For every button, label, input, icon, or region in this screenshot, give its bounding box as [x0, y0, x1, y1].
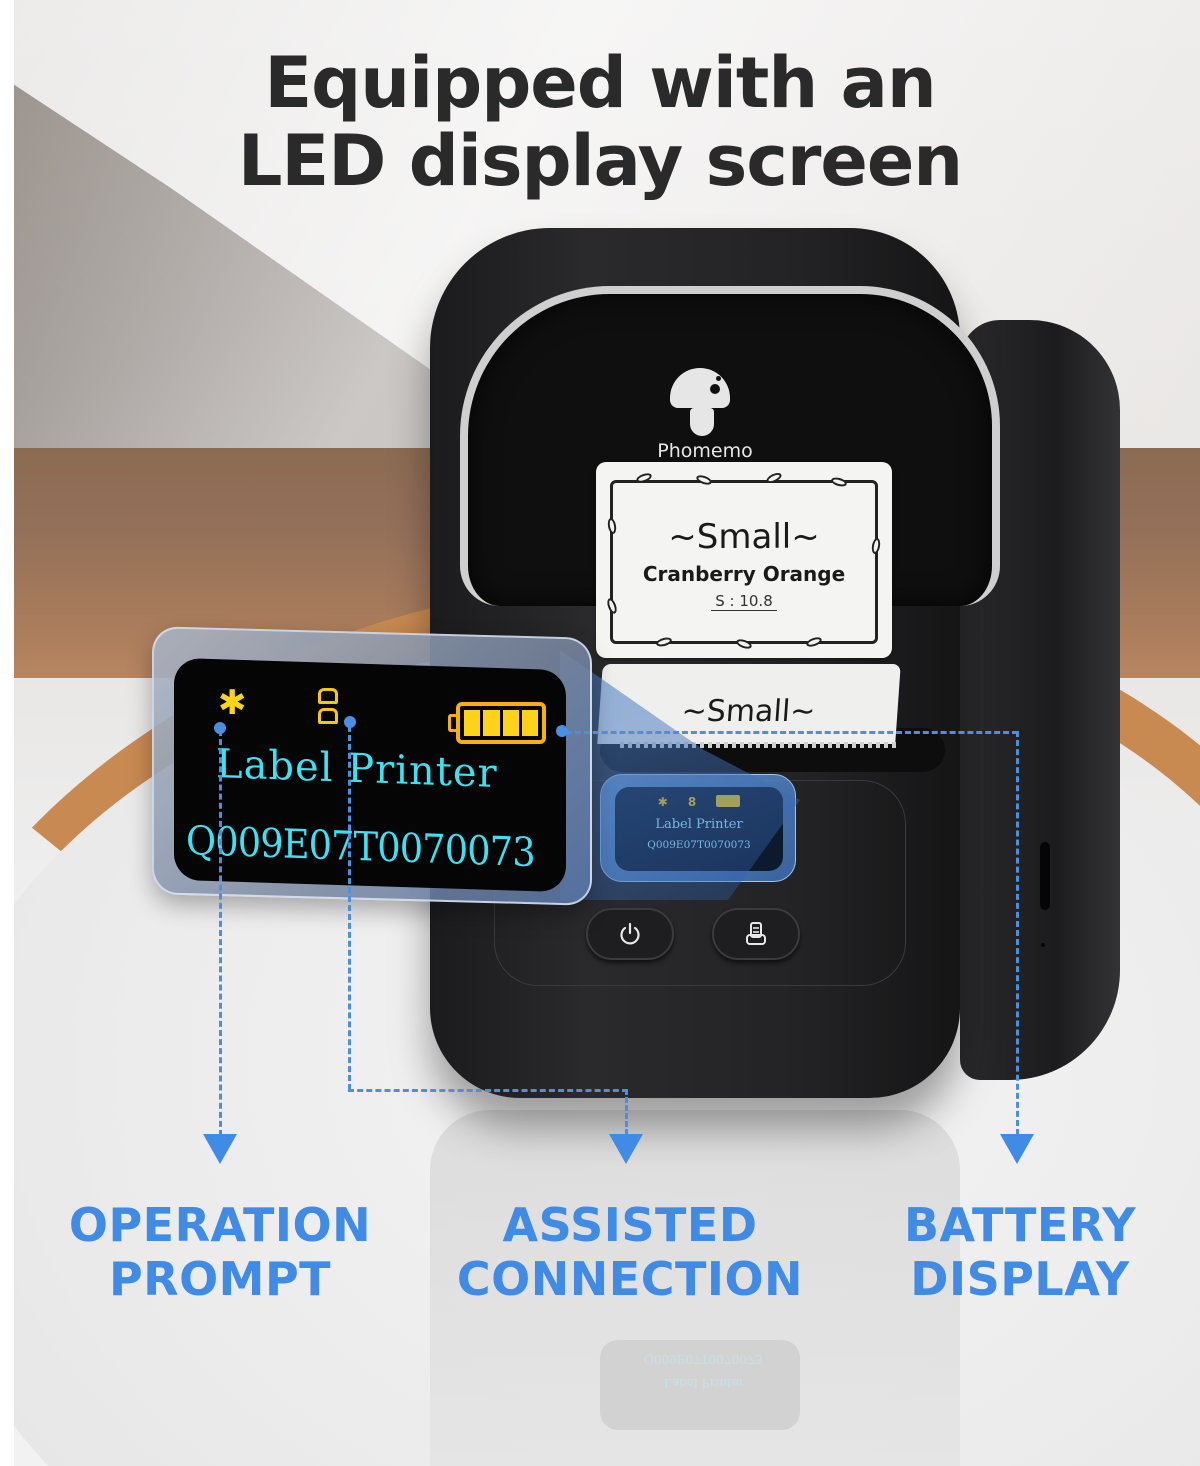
printed-label: ~Small~ Cranberry Orange S : 10.8: [596, 462, 892, 658]
connector-dot-connection: [344, 716, 356, 728]
feed-button[interactable]: [712, 908, 800, 960]
headline: Equipped with an LED display screen: [0, 44, 1200, 200]
battery-full-icon: [456, 702, 546, 744]
reflection-screen: [600, 1340, 800, 1430]
arrow-down-icon: [609, 1134, 643, 1164]
display-line-1: Label Printer: [216, 741, 498, 797]
power-icon: [620, 922, 640, 945]
mushroom-logo-icon: [670, 368, 730, 440]
label-subtitle: Cranberry Orange: [642, 562, 846, 586]
connector-line-battery: [1016, 731, 1019, 1135]
label-size: S : 10.8: [596, 592, 892, 611]
caption-battery-display: BATTERY DISPLAY: [903, 1198, 1137, 1306]
connector-line-connection: [348, 726, 351, 1090]
connector-line-battery-h: [566, 731, 1018, 734]
headline-line-2: LED display screen: [237, 120, 963, 202]
connector-line-connection-h: [348, 1089, 628, 1092]
battery-tip: [448, 714, 456, 732]
connector-line-connection-drop: [625, 1089, 628, 1135]
paper-feed-icon: [746, 922, 766, 945]
caption-assisted-connection: ASSISTED CONNECTION: [456, 1198, 804, 1306]
left-margin: [0, 0, 14, 1466]
connector-dot-operation: [214, 722, 226, 734]
usb-port: [1040, 842, 1050, 910]
brand-name: Phomemo: [657, 440, 753, 462]
connector-line-operation: [219, 730, 222, 1136]
reflection-text-serial: Q009E07T0070073: [644, 1352, 763, 1366]
caption-operation-prompt: OPERATION PROMPT: [68, 1198, 372, 1306]
connector-dot-battery: [556, 725, 568, 737]
headline-line-1: Equipped with an: [264, 42, 936, 124]
indicator-hole: [1041, 943, 1045, 947]
reflection-text-label: Label Printer: [664, 1376, 745, 1390]
connection-icon: [318, 688, 340, 728]
power-button[interactable]: [586, 908, 674, 960]
bluetooth-icon: ✱: [218, 683, 247, 723]
arrow-down-icon: [1000, 1134, 1034, 1164]
label-title: ~Small~: [668, 517, 820, 557]
tear-bar: [620, 742, 900, 748]
arrow-down-icon: [203, 1134, 237, 1164]
